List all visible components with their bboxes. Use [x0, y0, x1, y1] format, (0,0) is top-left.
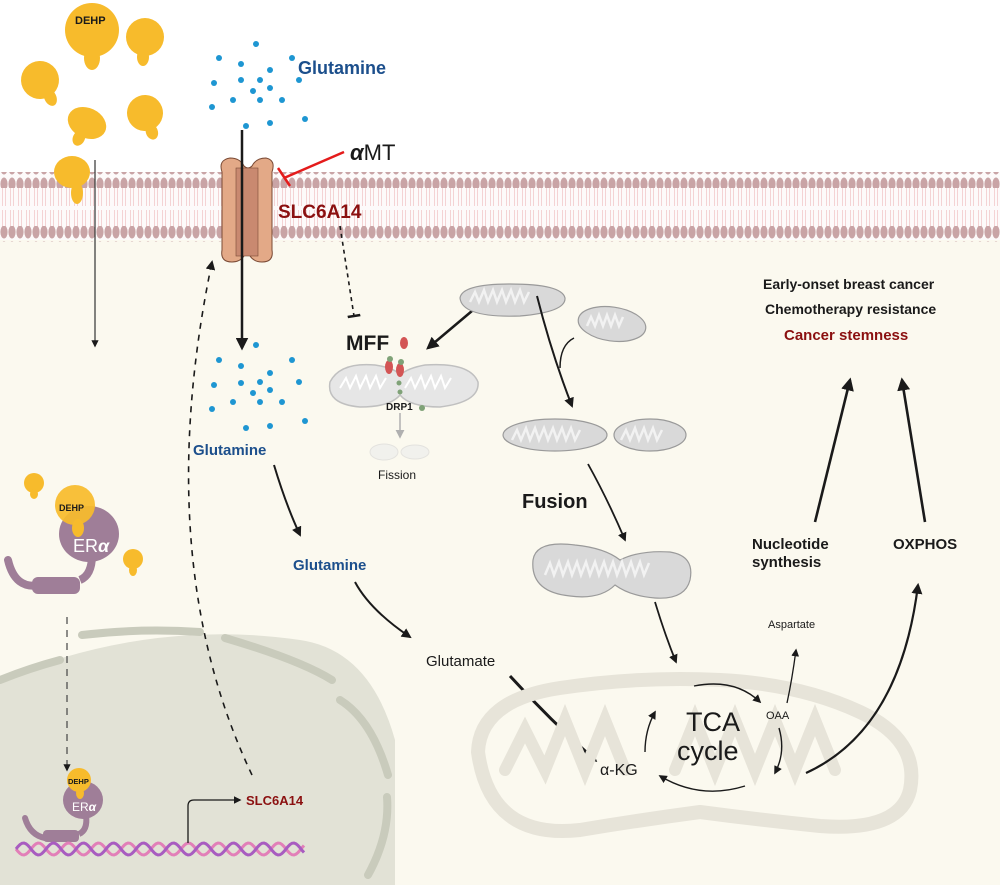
outcome-early-onset: Early-onset breast cancer [763, 276, 935, 292]
era-alpha: α [98, 536, 110, 556]
slc6a14-gene-label: SLC6A14 [246, 793, 304, 808]
fission-daughter-mitochondria [369, 443, 430, 461]
amt-inhibition-line [283, 150, 345, 180]
nuclear-envelope [0, 626, 392, 879]
tca-label-line1: TCA [686, 707, 740, 737]
fusion-arrow-1 [536, 295, 574, 408]
fission-label: Fission [378, 468, 416, 482]
slc6a14-transporter [220, 157, 274, 263]
dehp-complex-label-nucleus: DEHP [68, 777, 89, 786]
fusion-merge-curve [559, 337, 575, 369]
mff-protein [396, 363, 404, 377]
dehp-molecule [127, 95, 163, 140]
drp1-protein [387, 356, 393, 362]
fused-to-tca-arrow [654, 601, 678, 664]
mff-protein [385, 360, 393, 374]
outcome-chemo-resistance: Chemotherapy resistance [765, 301, 936, 317]
extracellular-space [0, 0, 1000, 175]
dehp-free-molecules [24, 473, 143, 576]
oaa-label: OAA [766, 710, 790, 722]
era-complex-cytoplasm [4, 485, 119, 594]
glutamate-label: Glutamate [426, 653, 495, 670]
dehp-molecules [21, 3, 164, 204]
slc6a14-expression-feedback-arrow [187, 260, 253, 776]
fused-mitochondrion [532, 543, 692, 599]
era-complex-nucleus [22, 768, 103, 842]
slc6a14-mff-inhibition [339, 225, 361, 319]
dehp-molecule [126, 18, 164, 66]
dna-helix [14, 841, 306, 857]
nucleus [0, 626, 395, 885]
dehp-complex-label-cytoplasm: DEHP [59, 503, 84, 513]
fusion-label: Fusion [522, 491, 588, 513]
mff-protein [400, 337, 408, 349]
glutamine-to-glutamate-arrow [354, 581, 412, 639]
dehp-label: DEHP [75, 15, 106, 27]
akg-label: α-KG [600, 762, 638, 779]
drp1-protein [397, 389, 403, 395]
era-label-cytoplasm: ERα [73, 536, 110, 556]
glutamine-flow-arrow-1 [273, 464, 302, 537]
dehp-molecule-main [65, 3, 119, 70]
outcome-cancer-stemness: Cancer stemness [784, 327, 908, 344]
oxphos-label: OXPHOS [893, 536, 957, 553]
fusion-source-mitochondrion [459, 283, 566, 317]
nucleotide-to-outcome-arrow [813, 377, 854, 523]
oaa-to-aspartate-arrow [786, 648, 800, 704]
fusion-mid-mitochondria [502, 418, 687, 452]
glutamine-intracellular-dots [209, 342, 308, 431]
fusion-small-mitochondrion [577, 305, 647, 343]
glutamine-extracellular-dots [209, 41, 308, 129]
drp1-protein [396, 380, 402, 386]
tca-arrow-left [644, 710, 656, 753]
dehp-molecule [67, 106, 107, 146]
tca-arrow-bottom [658, 775, 746, 792]
era-alpha: α [89, 800, 97, 814]
amt-inhibition-bar [276, 167, 292, 187]
glutamine-cytoplasm-label-1: Glutamine [193, 442, 266, 459]
oxphos-to-outcome-arrow [897, 377, 927, 523]
amt-alpha: α [350, 140, 365, 165]
glutamine-cytoplasm-label-2: Glutamine [293, 557, 366, 574]
dehp-molecule [21, 61, 59, 106]
slc6a14-membrane-label: SLC6A14 [278, 202, 362, 223]
nucleotide-synthesis-label-1: Nucleotide [752, 536, 829, 553]
glutamine-extracellular-label: Glutamine [298, 58, 386, 78]
dehp-molecule-in-membrane [54, 156, 90, 204]
glutamate-to-akg-arrow [508, 674, 598, 762]
tca-arrow-right [774, 727, 783, 775]
era-label-nucleus: ERα [72, 800, 97, 814]
era-text: ER [73, 536, 98, 556]
cell-membrane [0, 172, 1000, 242]
transcription-start-arrow [187, 796, 242, 843]
dna-strand-b [14, 841, 306, 857]
mff-label: MFF [346, 332, 389, 355]
tca-arrow-top [693, 683, 762, 704]
amt-text: MT [364, 140, 396, 165]
large-mitochondrion [470, 672, 919, 838]
tca-label-line2: cycle [677, 736, 739, 766]
to-oxphos-arrow [805, 582, 923, 775]
drp1-protein [398, 359, 404, 365]
drp1-label: DRP1 [386, 402, 413, 413]
drp1-protein [419, 405, 425, 411]
era-text: ER [72, 800, 89, 814]
amt-label: αMT [350, 140, 395, 165]
fission-mitochondrion [328, 337, 479, 411]
fusion-arrow-2 [587, 463, 627, 542]
aspartate-label: Aspartate [768, 619, 815, 631]
nucleotide-synthesis-label-2: synthesis [752, 554, 821, 571]
